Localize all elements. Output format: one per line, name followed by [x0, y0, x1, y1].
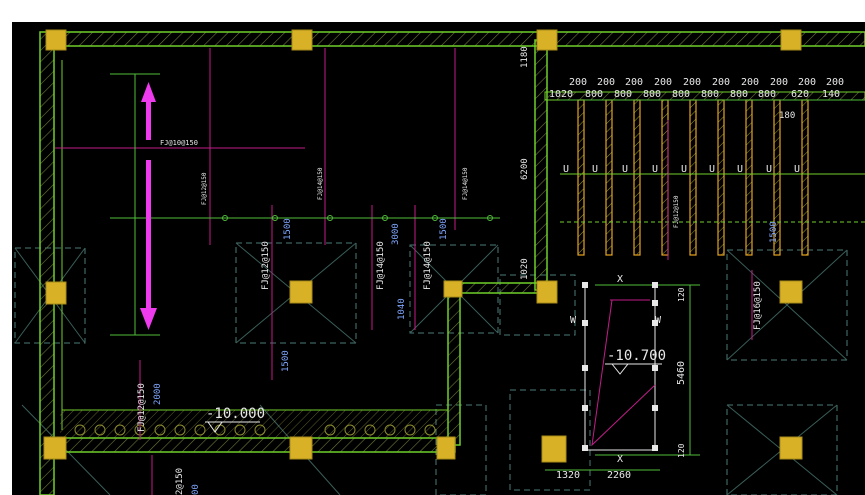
dim-row-bottom: 1020 800 800 800 800 800 800 800 620 140	[549, 89, 840, 100]
rebar-label-right: FJ@16@150	[753, 281, 763, 330]
bottom-pile-strip	[60, 410, 448, 438]
dim-1180: 1180	[520, 46, 530, 68]
column	[541, 435, 567, 463]
svg-text:800: 800	[730, 89, 748, 100]
dim-180: 180	[779, 111, 795, 121]
dim-120-top: 120	[677, 287, 686, 302]
rebar-label-top-left: FJ@10@150	[160, 139, 198, 147]
svg-text:200: 200	[741, 77, 759, 88]
label-1500-a: 1500	[283, 218, 293, 240]
column	[443, 280, 463, 298]
column	[779, 280, 803, 304]
svg-text:U: U	[563, 164, 569, 175]
stair-rebars	[560, 99, 865, 256]
svg-text:U: U	[737, 164, 743, 175]
rebar-label-mid-right: FJ@14@150	[423, 241, 433, 290]
column	[536, 29, 558, 51]
dimension-lines	[110, 73, 865, 471]
column	[289, 436, 313, 460]
column	[43, 436, 67, 460]
svg-text:200: 200	[625, 77, 643, 88]
svg-text:1020: 1020	[549, 89, 573, 100]
svg-text:U: U	[622, 164, 628, 175]
svg-text:U: U	[652, 164, 658, 175]
svg-text:140: 140	[822, 89, 840, 100]
svg-text:U: U	[766, 164, 772, 175]
svg-text:U: U	[794, 164, 800, 175]
dim-2260: 2260	[607, 470, 631, 481]
column	[779, 436, 803, 460]
section-marks: U U U U U U U U U W W X X	[563, 164, 800, 465]
dim-6200: 6200	[520, 158, 530, 180]
svg-text:620: 620	[791, 89, 809, 100]
label-1040: 1040	[397, 298, 407, 320]
column	[291, 29, 313, 51]
rebar-lines	[55, 48, 753, 495]
wall-mid-horizontal	[454, 282, 546, 294]
dim-1020-side: 1020	[520, 258, 530, 280]
wall-top	[49, 31, 865, 47]
svg-text:X: X	[617, 274, 623, 285]
dim-1320: 1320	[556, 470, 580, 481]
dim-row-top: 200 200 200 200 200 200 200 200 200 200	[569, 77, 844, 88]
rebar-label-v1: FJ@12@150	[201, 172, 208, 205]
rebar-label-mid-left: FJ@12@150	[261, 241, 271, 290]
label-1500-c: 1500	[439, 218, 449, 240]
label-bottom-cut: 00	[191, 484, 201, 495]
svg-text:200: 200	[798, 77, 816, 88]
column	[780, 29, 802, 51]
svg-text:200: 200	[654, 77, 672, 88]
label-2000: 2000	[153, 383, 163, 405]
svg-text:W: W	[570, 315, 577, 326]
direction-arrows	[140, 82, 157, 330]
column	[45, 281, 67, 305]
rebar-label-bottom-left: FJ@12@150	[137, 383, 147, 432]
elevation-left: -10.000	[205, 406, 265, 433]
svg-text:X: X	[617, 454, 623, 465]
label-1500-right: 1500	[769, 221, 779, 243]
columns	[43, 29, 803, 463]
svg-text:800: 800	[672, 89, 690, 100]
label-3000: 3000	[391, 223, 401, 245]
elevation-right: -10.700	[605, 348, 666, 375]
svg-text:800: 800	[758, 89, 776, 100]
wall-stair-vertical	[534, 39, 548, 291]
svg-text:U: U	[709, 164, 715, 175]
wall-left	[39, 31, 55, 495]
wall-mid-vertical	[447, 284, 461, 446]
svg-text:800: 800	[585, 89, 603, 100]
wall-bottom	[49, 437, 456, 453]
svg-text:W: W	[655, 315, 662, 326]
svg-text:-10.000: -10.000	[206, 406, 265, 422]
column	[289, 280, 313, 304]
svg-text:800: 800	[701, 89, 719, 100]
svg-text:200: 200	[683, 77, 701, 88]
rebar-label-v2: FJ@14@150	[317, 167, 324, 200]
svg-text:-10.700: -10.700	[607, 348, 666, 364]
svg-text:800: 800	[614, 89, 632, 100]
dim-120-bottom: 120	[677, 443, 686, 458]
dim-5460: 5460	[676, 361, 687, 385]
column	[436, 436, 456, 460]
svg-text:200: 200	[569, 77, 587, 88]
column	[536, 280, 558, 304]
rebar-label-v4: FJ@14@150	[462, 167, 469, 200]
svg-text:200: 200	[597, 77, 615, 88]
rebar-label-bottom-cut: 2@150	[175, 468, 185, 495]
svg-text:U: U	[592, 164, 598, 175]
svg-text:200: 200	[826, 77, 844, 88]
svg-text:200: 200	[712, 77, 730, 88]
label-1500-b: 1500	[281, 350, 291, 372]
column	[45, 29, 67, 51]
svg-text:U: U	[681, 164, 687, 175]
svg-text:200: 200	[770, 77, 788, 88]
svg-text:800: 800	[643, 89, 661, 100]
rebar-labels: FJ@10@150	[160, 139, 198, 147]
rebar-label-stair: FJ@12@150	[673, 195, 680, 228]
rebar-label-mid: FJ@14@150	[376, 241, 386, 290]
ramp-markers	[582, 282, 658, 451]
